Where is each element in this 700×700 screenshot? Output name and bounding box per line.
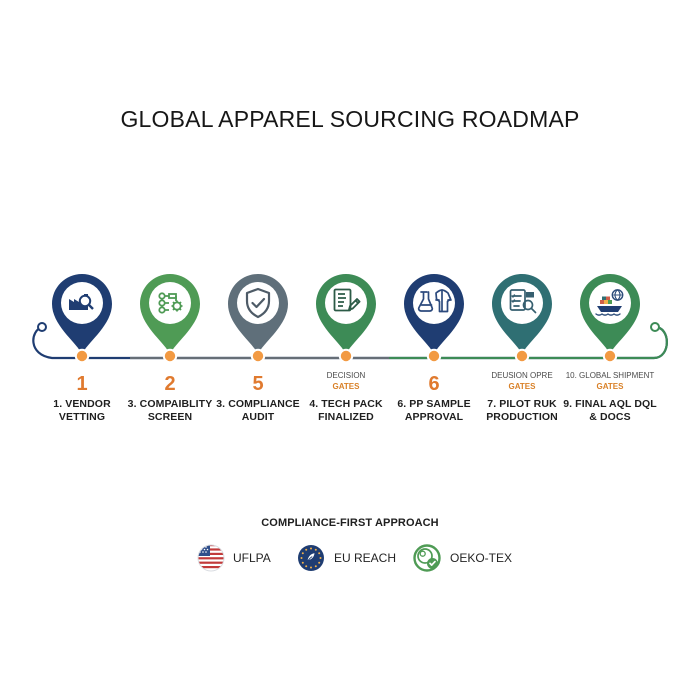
document-pencil-icon	[333, 288, 361, 312]
stage-number-1: 1	[76, 373, 88, 395]
stage-marker-2[interactable]	[138, 272, 202, 364]
stage-marker-7[interactable]	[578, 272, 642, 364]
stage-label-5: 6. PP SAMPLE APPROVAL	[397, 398, 471, 423]
stage-number-2: 2	[164, 373, 176, 395]
stage-marker-1[interactable]	[50, 272, 114, 364]
stage-label-6: 7. PILOT RUK PRODUCTION	[486, 398, 558, 423]
checklist-magnifier-icon	[509, 289, 537, 314]
gate-label-6-main: DEUSION OPRE	[491, 371, 553, 380]
factory-search-icon	[69, 294, 94, 310]
track-end-cap	[650, 322, 660, 332]
shield-check-icon	[245, 287, 271, 319]
cargo-ship-globe-icon	[595, 289, 624, 316]
stage-pin-6	[492, 274, 552, 364]
stage-label-4: 4. TECH PACK FINALIZED	[309, 398, 383, 423]
stage-marker-6[interactable]	[490, 272, 554, 364]
gate-label-6-sub: GATES	[508, 382, 536, 391]
stage-pin-3	[228, 274, 288, 364]
stage-pin-1	[52, 274, 112, 364]
stage-marker-3[interactable]	[226, 272, 290, 364]
stage-label-3: 3. COMPLIANCE AUDIT	[216, 398, 300, 423]
compliance-label-uflpa: UFLPA	[233, 551, 271, 565]
stage-pin-4	[316, 274, 376, 364]
compliance-title: COMPLIANCE-FIRST APPROACH	[261, 517, 439, 529]
gate-label-7-sub: GATES	[596, 382, 624, 391]
compliance-label-oeko-tex: OEKO-TEX	[450, 551, 513, 565]
gate-label-4-main: DECISION	[326, 371, 366, 380]
compliance-badges: UFLPA EU REACH	[0, 542, 700, 576]
stage-label-7: 9. FINAL AQL DQL & DOCS	[563, 398, 657, 423]
stage-pin-2	[140, 274, 200, 364]
gate-label-4-sub: GATES	[332, 382, 360, 391]
track-start-cap	[37, 322, 47, 332]
compliance-badge-oeko-tex[interactable]: OEKO-TEX	[412, 542, 512, 574]
stage-marker-5[interactable]	[402, 272, 466, 364]
stage-number-3: 5	[252, 373, 264, 395]
stage-number-5: 6	[428, 373, 440, 395]
flask-jacket-icon	[417, 289, 452, 313]
stage-marker-4[interactable]	[314, 272, 378, 364]
compliance-label-eu-reach: EU REACH	[334, 551, 397, 565]
stage-pin-5	[404, 274, 464, 364]
stage-pin-7	[580, 274, 640, 364]
compliance-badge-uflpa[interactable]: UFLPA	[197, 542, 271, 574]
stage-label-2: 3. COMPAIBLITY SCREEN	[127, 398, 213, 423]
eu-reach-icon	[298, 545, 324, 571]
gate-label-7-main: 10. GLOBAL SHIPMENT	[565, 371, 655, 380]
stage-label-1: 1. VENDOR VETTING	[53, 398, 111, 423]
compliance-badge-eu-reach[interactable]: EU REACH	[296, 542, 396, 574]
us-flag-icon	[197, 544, 225, 572]
oeko-tex-icon	[413, 544, 441, 572]
flow-gear-icon	[158, 292, 183, 314]
page-title: GLOBAL APPAREL SOURCING ROADMAP	[120, 106, 580, 132]
